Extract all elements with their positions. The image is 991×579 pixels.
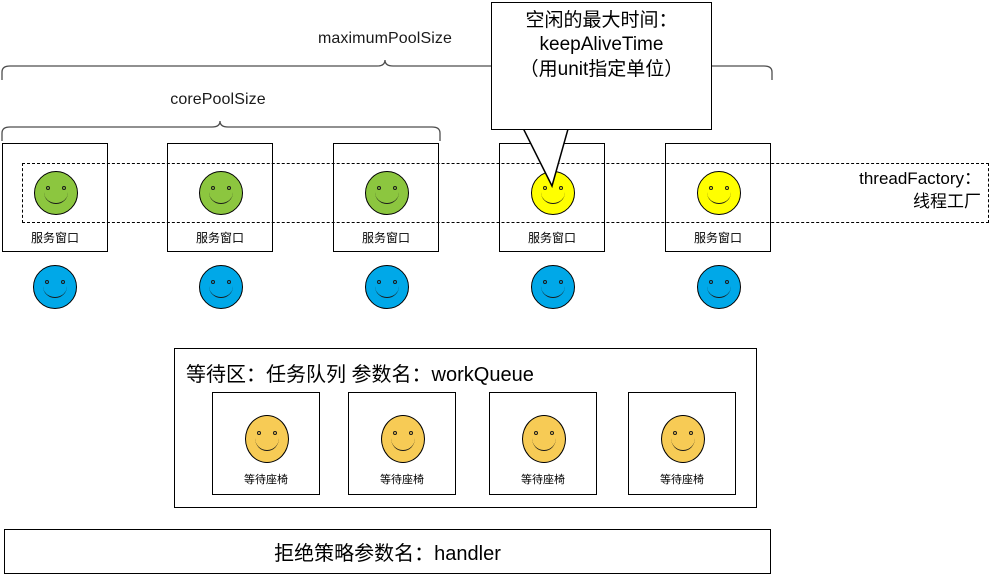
eye-icon (709, 186, 713, 190)
smile-icon (707, 192, 731, 204)
eye-icon (257, 431, 261, 435)
thread-label: 服务窗口 (527, 231, 576, 245)
eye-icon (534, 431, 538, 435)
smile-icon (375, 286, 399, 298)
eye-icon (61, 280, 65, 284)
core-thread-face-icon (199, 171, 243, 215)
thread-label: 服务窗口 (195, 231, 244, 245)
queued-task-face-icon (522, 415, 566, 463)
eye-icon (211, 280, 215, 284)
core-pool-size-brace (1, 120, 441, 141)
smile-icon (541, 192, 565, 204)
smile-icon (707, 286, 731, 298)
eye-icon (550, 431, 554, 435)
idle-thread-face-icon (199, 265, 243, 309)
thread-label: 服务窗口 (361, 231, 410, 245)
idle-thread-face-icon (531, 265, 575, 309)
eye-icon (543, 186, 547, 190)
eye-icon (227, 186, 231, 190)
thread-box[interactable]: 服务窗口 (499, 143, 605, 252)
thread-box[interactable]: 服务窗口 (2, 143, 108, 252)
smile-icon (391, 438, 415, 451)
rejected-handler-box[interactable]: 拒绝策略参数名：handler (4, 529, 771, 574)
queued-task-face-icon (245, 415, 289, 463)
eye-icon (559, 186, 563, 190)
smile-icon (44, 192, 68, 204)
smile-icon (375, 192, 399, 204)
idle-thread-face-icon (697, 265, 741, 309)
queue-seat-label: 等待座椅 (380, 473, 424, 486)
idle-thread-face-icon (33, 265, 77, 309)
eye-icon (377, 186, 381, 190)
eye-icon (211, 186, 215, 190)
work-queue-title: 等待区：任务队列 参数名：workQueue (186, 364, 534, 386)
eye-icon (273, 431, 277, 435)
eye-icon (559, 280, 563, 284)
thread-box[interactable]: 服务窗口 (333, 143, 439, 252)
thread-factory-band (22, 163, 989, 223)
keep-alive-time-callout: 空闲的最大时间： keepAliveTime （用unit指定单位） (491, 2, 712, 130)
queued-task-face-icon (381, 415, 425, 463)
core-pool-size-label: corePoolSize (170, 91, 266, 108)
smile-icon (671, 438, 695, 451)
queue-seat-label: 等待座椅 (521, 473, 565, 486)
core-thread-face-icon (365, 171, 409, 215)
eye-icon (709, 280, 713, 284)
thread-factory-line-1: threadFactory： (859, 169, 981, 188)
eye-icon (62, 186, 66, 190)
eye-icon (393, 280, 397, 284)
callout-line-3: （用unit指定单位） (519, 58, 684, 80)
eye-icon (227, 280, 231, 284)
queue-seat[interactable]: 等待座椅 (348, 392, 456, 495)
thread-box[interactable]: 服务窗口 (665, 143, 771, 252)
callout-tail (518, 121, 571, 189)
eye-icon (393, 186, 397, 190)
smile-icon (43, 286, 67, 298)
queue-seat[interactable]: 等待座椅 (628, 392, 736, 495)
callout-line-1: 空闲的最大时间： (525, 10, 678, 31)
smile-icon (209, 192, 233, 204)
smile-icon (209, 286, 233, 298)
eye-icon (543, 280, 547, 284)
thread-label: 服务窗口 (30, 231, 79, 245)
eye-icon (409, 431, 413, 435)
eye-icon (46, 186, 50, 190)
thread-label: 服务窗口 (693, 231, 742, 245)
thread-factory-label: threadFactory： 线程工厂 (789, 168, 981, 214)
thread-box[interactable]: 服务窗口 (167, 143, 273, 252)
eye-icon (725, 186, 729, 190)
extra-thread-face-icon (697, 171, 741, 215)
queue-seat-label: 等待座椅 (244, 473, 288, 486)
queue-seat-label: 等待座椅 (660, 473, 704, 486)
smile-icon (541, 286, 565, 298)
idle-thread-face-icon (365, 265, 409, 309)
queue-seat[interactable]: 等待座椅 (489, 392, 597, 495)
queued-task-face-icon (661, 415, 705, 463)
eye-icon (725, 280, 729, 284)
maximum-pool-size-label: maximumPoolSize (318, 30, 452, 47)
thread-factory-line-2: 线程工厂 (913, 191, 981, 211)
eye-icon (673, 431, 677, 435)
smile-icon (255, 438, 279, 451)
work-queue-box[interactable] (174, 348, 757, 508)
maximum-pool-size-brace (1, 59, 773, 80)
smile-icon (532, 438, 556, 451)
queue-seat[interactable]: 等待座椅 (212, 392, 320, 495)
rejected-handler-label: 拒绝策略参数名：handler (274, 543, 501, 565)
eye-icon (689, 431, 693, 435)
eye-icon (45, 280, 49, 284)
callout-line-2: keepAliveTime (539, 34, 664, 56)
eye-icon (377, 280, 381, 284)
core-thread-face-icon (34, 171, 78, 215)
eye-icon (393, 431, 397, 435)
